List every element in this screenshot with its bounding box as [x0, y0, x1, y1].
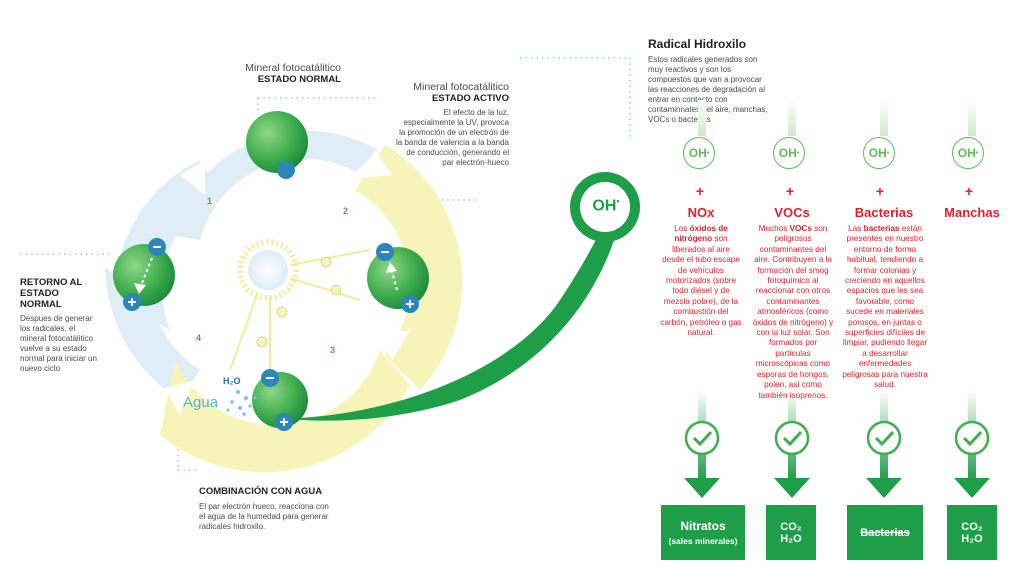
oh-text: OH [868, 146, 887, 160]
oh-icon-nox: OH• [683, 137, 715, 169]
column-top-stems [698, 100, 976, 136]
mineral-active [367, 243, 429, 313]
active-state-title-light: Mineral fotocatálitico [413, 81, 509, 93]
oh-icon-vocs: OH• [773, 137, 805, 169]
light-rays [229, 249, 371, 395]
result-vocs: CO₂ H₂O [766, 505, 816, 560]
plus-bacterias: + [875, 183, 885, 199]
check-icon-4 [954, 420, 990, 456]
oh-big-dot: • [616, 196, 620, 206]
radical-text: Estos radicales generados son muy reacti… [648, 55, 768, 124]
radical-title: Radical Hidroxilo [648, 37, 747, 51]
active-state-block: Mineral fotocatálitico ESTADO ACTIVO El … [396, 81, 509, 168]
check-icon-2 [774, 420, 810, 456]
title-vocs: VOCs [774, 205, 810, 220]
normal-state-title-bold: ESTADO NORMAL [257, 74, 341, 85]
text-vocs: Muchos VOCs son peligrosos contaminantes… [752, 224, 834, 401]
text-bacterias-a: Las [848, 224, 864, 233]
text-nox-a: Los [674, 224, 690, 233]
result-vocs-line1: CO₂ [780, 520, 802, 533]
oh-big-text: OH [592, 197, 617, 215]
oh-text: OH [957, 146, 976, 160]
title-manchas: Manchas [944, 205, 1000, 220]
dotted-guides [20, 57, 631, 471]
mineral-return [113, 238, 175, 311]
result-vocs-line2: H₂O [780, 532, 802, 545]
step-1: 1 [207, 196, 213, 206]
retorno-block: RETORNO AL ESTADO NORMAL Despues de gene… [20, 277, 102, 374]
ring-normal-segment [172, 130, 378, 240]
normal-state-heading: Mineral fotocatálitico ESTADO NORMAL [226, 62, 341, 85]
h2o-label: H₂O [223, 376, 241, 386]
result-manchas-line1: CO₂ [961, 520, 983, 533]
plus-vocs: + [785, 183, 795, 199]
result-manchas: CO₂ H₂O [947, 505, 997, 560]
text-bacterias: Las bacterias están presentes en nuestro… [842, 224, 928, 391]
oh-icon-manchas: OH• [952, 137, 984, 169]
title-nox: NOx [687, 205, 715, 220]
text-nox-b: óxidos de nitrógeno [674, 224, 728, 244]
text-nox-c: son liberados al aire desde el tubo esca… [660, 234, 742, 338]
check-icon-3 [866, 420, 902, 456]
combinacion-title: COMBINACIÓN CON AGUA [199, 486, 323, 497]
sun-icon [237, 239, 299, 301]
oh-icon-bacterias: OH• [863, 137, 895, 169]
text-bacterias-b: bacterias [863, 224, 900, 233]
ring-water-segment [160, 350, 410, 473]
photon-icons [256, 256, 342, 348]
text-vocs-b: VOCs [789, 224, 812, 233]
active-state-text: El efecto de la luz, especialmente la UV… [396, 108, 509, 167]
result-bacterias-line1: Bacterias [860, 526, 910, 539]
retorno-text: Despues de generar los radicales, el min… [20, 314, 97, 373]
column-arrows [684, 390, 990, 498]
step-2: 2 [343, 206, 349, 216]
normal-state-title-light: Mineral fotocatálitico [245, 62, 341, 74]
text-vocs-c: son peligrosos contaminantes del aire. C… [752, 224, 834, 400]
oh-text: OH [778, 146, 797, 160]
combinacion-block: COMBINACIÓN CON AGUA El par electrón hue… [199, 486, 329, 532]
oh-text: OH [688, 146, 707, 160]
plus-nox: + [695, 183, 705, 199]
water-droplets [226, 390, 257, 416]
step-3: 3 [330, 345, 336, 355]
result-nox: Nitratos (sales minerales) [661, 505, 745, 560]
hydroxyl-swoosh [300, 215, 620, 421]
mineral-water [252, 369, 308, 431]
result-manchas-line2: H₂O [961, 532, 983, 545]
oh-big-label: OH• [585, 196, 627, 215]
result-bacterias: Bacterias [847, 505, 923, 560]
cycle-diagram [20, 57, 640, 473]
mineral-normal [246, 111, 308, 179]
active-state-title-bold: ESTADO ACTIVO [431, 93, 509, 104]
combinacion-text: El par electrón hueco, reacciona con el … [199, 502, 329, 531]
retorno-title: RETORNO AL ESTADO NORMAL [20, 277, 83, 310]
text-vocs-a: Muchos [758, 224, 790, 233]
result-nox-line1: Nitratos [680, 519, 726, 533]
text-nox: Los óxidos de nitrógeno son liberados al… [660, 224, 742, 338]
check-icon-1 [684, 420, 720, 456]
text-bacterias-c: están presentes en nuestro entorno de fo… [842, 224, 928, 390]
agua-label: Agua [183, 394, 219, 411]
step-4: 4 [196, 333, 202, 343]
title-bacterias: Bacterias [854, 205, 914, 220]
radical-block: Radical Hidroxilo Estos radicales genera… [648, 37, 773, 125]
result-nox-line2: (sales minerales) [668, 536, 738, 546]
plus-manchas: + [964, 183, 974, 199]
